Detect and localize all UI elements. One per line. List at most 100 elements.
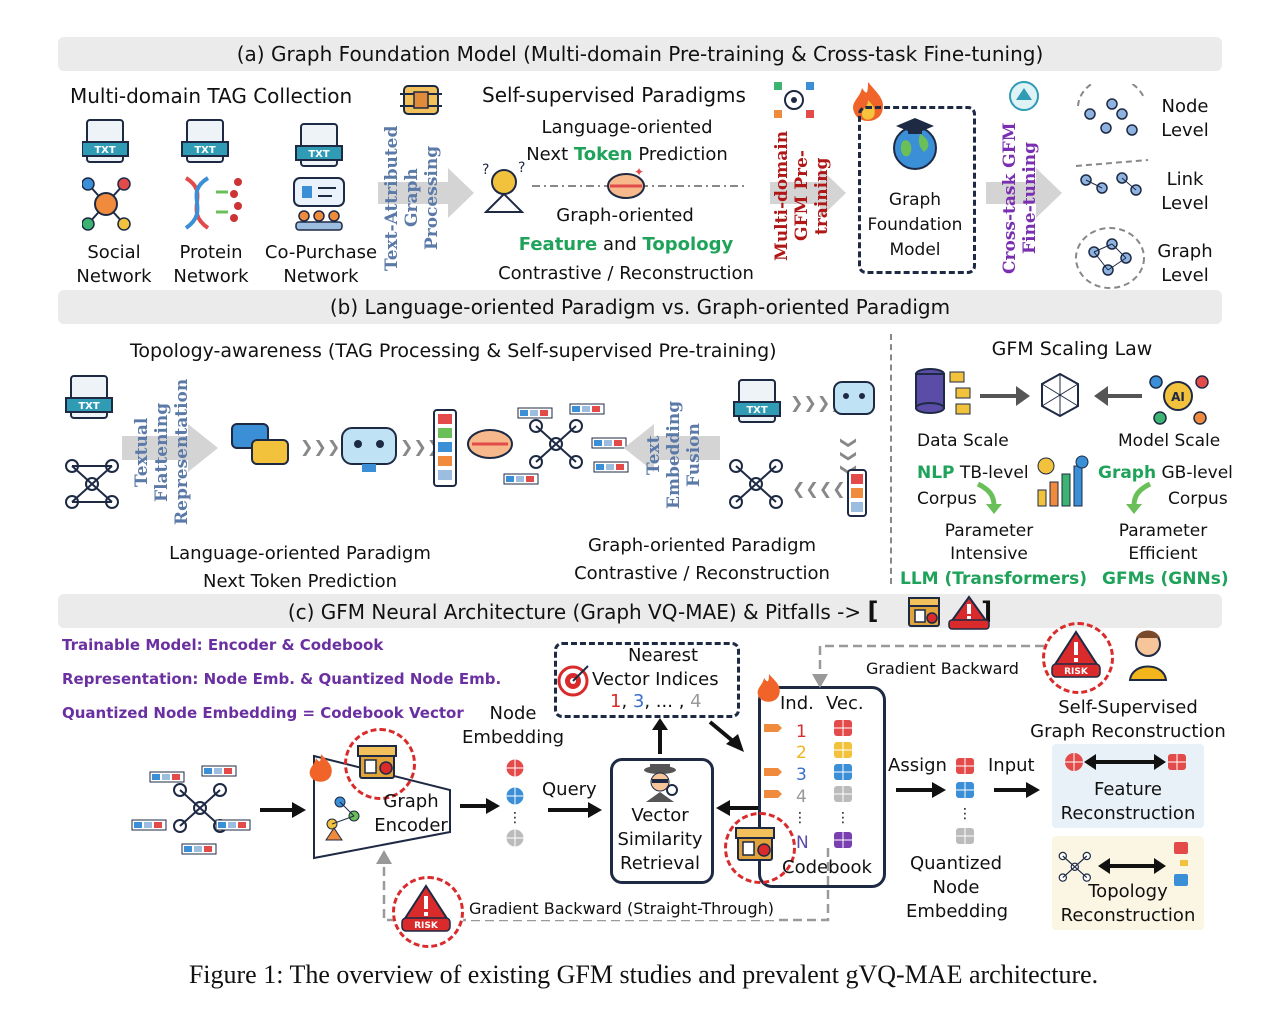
risk-warning-icon: RISK [401,884,451,932]
gradient-backward-bottom-line [376,848,830,922]
topology-recon-line2: Reconstruction [1060,905,1196,926]
panel-b-left-inputs: TXT [65,375,119,509]
node-embedding-label: Node Embedding [458,702,568,750]
box-icon [357,745,397,779]
copurchase-line2: Network [283,266,359,287]
node-level-line1: Node [1161,96,1209,117]
param-efficient-label: Parameter Efficient [1108,520,1218,566]
retrieval-line1: Vector [631,805,689,826]
feature-token-icons [131,765,251,855]
gb-level-word: GB-level [1156,463,1233,483]
arrows-around-indices [652,718,744,754]
neural-network-icon [529,419,583,469]
codebook-row-1: 1 [796,722,807,742]
social-network-icon [82,177,131,231]
index-sep-1: , [621,691,633,712]
arrow-finetuning [986,168,1062,218]
svg-text:❮❮❮❮: ❮❮❮❮ [792,479,846,498]
box-icon [735,827,775,861]
arrow-to-encoder [260,802,306,818]
nearest-indices-box [554,642,740,718]
chart-icon [1037,455,1089,507]
protein-network-label: Protein Network [166,241,256,289]
svg-text:⋮: ⋮ [958,806,972,822]
txt-file-label-b2: TXT [746,405,768,416]
social-line2: Network [76,266,152,287]
txt-file-label-2: TXT [194,145,216,156]
llm-transformers-label: LLM (Transformers) [900,569,1088,589]
topology-recon-line1: Topology [1088,881,1168,902]
svg-text:⋮: ⋮ [508,810,522,826]
copurchase-line1: Co-Purchase [264,242,378,263]
next-pre: Next [526,144,574,165]
cube-network-icon [1041,372,1079,418]
topology-recon-icons [1058,842,1188,886]
gradient-backward-top-line [812,644,1044,688]
codebook-row-3: 3 [796,765,807,785]
pretraining-label: Multi-domain GFM Pre-training [772,130,832,262]
self-sup-line2: Graph Reconstruction [1030,721,1226,742]
graph-corpus: Corpus [1168,489,1228,509]
feature-topology-label: Feature and Topology [508,233,744,257]
robot-icon [341,427,397,472]
graph-level-label: Graph Level [1152,240,1218,288]
codebook-vectors: ⋮ ⋮ [764,720,852,848]
figure-caption: Figure 1: The overview of existing GFM s… [188,960,1099,989]
finetune-icon [1009,81,1039,111]
next-post: Prediction [632,144,728,165]
link-level-line1: Link [1166,169,1204,190]
arrow-to-node-emb [460,798,500,814]
codebook-ind-header: Ind. [780,693,814,714]
assign-input-arrows: ⋮ [896,758,1040,844]
nearest-line1: Nearest [627,645,699,666]
social-line1: Social [87,242,141,263]
svg-text:⋮: ⋮ [836,810,850,826]
ssl-illustration: ? ? ✦ [482,160,746,213]
query-label: Query [542,779,597,800]
retrieval-label: Vector Similarity Retrieval [610,804,710,876]
gradient-backward-top-label: Gradient Backward [866,659,1019,678]
processor-icon [400,85,442,115]
graph-paradigm-line1: Graph-oriented Paradigm [587,535,817,556]
node-embedding-icons: ⋮ [505,758,525,848]
gfm-line1: Graph [888,190,942,210]
svg-text:❯❯❯❯: ❯❯❯❯ [300,437,354,456]
param-intensive-label: Parameter Intensive [934,520,1044,566]
scaling-law-icons: AI [915,368,1209,425]
arrow-pretraining [770,168,846,218]
risk-warning-icon: RISK [1051,630,1101,678]
lang-paradigm-line2: Next Token Prediction [202,571,397,592]
scaling-growth-icons [976,455,1152,514]
spy-icon [644,764,678,802]
link-level-line2: Level [1161,193,1209,214]
settings-icon [774,82,814,118]
txt-file-icon: TXT [82,119,129,163]
feature-token-icons [503,403,629,485]
graph-level-icon [1075,227,1145,289]
node-level-label: Node Level [1152,95,1218,143]
codebook-row-4: 4 [796,787,807,807]
section-c-title: (c) GFM Neural Architecture (Graph VQ-MA… [58,594,1222,628]
index-4: 4 [690,691,702,712]
link-level-icon [1075,159,1149,196]
database-icon [915,368,971,415]
graph-word: Graph [1098,463,1157,483]
language-pipeline-icons: ❯❯❯❯ ❯❯❯❯ [231,423,440,472]
handshake-icon: ✦ [607,165,645,199]
token-stack-icon [847,469,867,517]
section-a-title: (a) Graph Foundation Model (Multi-domain… [58,37,1222,71]
text-embedding-fusion-label: Text Embedding Fusion [644,400,704,510]
param-intensive-line1: Parameter [944,521,1034,541]
copurchase-network-label: Co-Purchase Network [262,241,380,289]
txt-file-label-1: TXT [94,145,116,156]
quantized-node-emb-label: Quantized Node Embedding [906,852,1008,924]
nlp-corpus: Corpus [917,489,977,509]
txt-file-icon: TXT [65,375,113,419]
graph-gb-level: Graph GB-level [1098,462,1233,485]
network-icons: TXT TXT TXT [82,119,345,231]
arrow-textual [122,424,218,472]
feature-recon-line2: Reconstruction [1060,803,1196,824]
codebook-vec-header: Vec. [826,693,864,714]
codebook-row-n: N [796,833,809,853]
reconstruction-pitfall-circle [1042,622,1114,694]
